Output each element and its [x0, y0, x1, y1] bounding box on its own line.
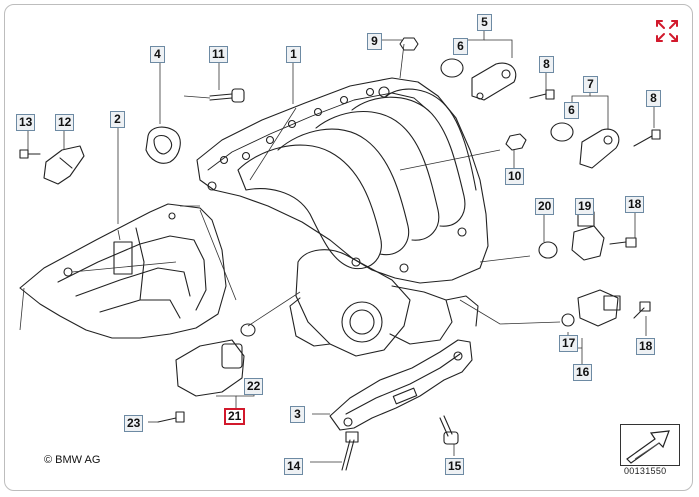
screw-13	[19, 149, 41, 159]
bolt-15	[439, 415, 459, 445]
callout-6-lower[interactable]: 6	[564, 102, 579, 119]
callout-18-upper[interactable]: 18	[625, 196, 645, 213]
callout-19[interactable]: 19	[575, 198, 595, 215]
callout-1[interactable]: 1	[286, 46, 301, 63]
o-ring-20	[538, 241, 558, 259]
expand-arrows-icon[interactable]	[654, 18, 680, 44]
idle-control-valve	[175, 323, 256, 397]
callout-20[interactable]: 20	[535, 198, 555, 215]
gasket-seal	[145, 126, 181, 164]
manifold-support-panel	[19, 203, 227, 339]
bolt-11	[209, 88, 245, 103]
sensor-16	[561, 289, 651, 327]
nut-10	[505, 133, 527, 151]
callout-12[interactable]: 12	[55, 114, 75, 131]
callout-5[interactable]: 5	[477, 14, 492, 31]
copyright-notice: © BMW AG	[44, 454, 101, 466]
mounting-bracket	[329, 339, 473, 431]
callout-8-upper[interactable]: 8	[539, 56, 554, 73]
callout-6-upper[interactable]: 6	[453, 38, 468, 55]
callout-13[interactable]: 13	[16, 114, 36, 131]
callout-22[interactable]: 22	[244, 378, 264, 395]
bushing-and-clamp-5	[440, 58, 555, 101]
callout-7[interactable]: 7	[583, 76, 598, 93]
forward-arrow-icon[interactable]	[620, 424, 680, 466]
callout-2[interactable]: 2	[110, 111, 125, 128]
document-number: 00131550	[624, 466, 667, 476]
callout-21-selected[interactable]: 21	[224, 408, 246, 425]
callout-16[interactable]: 16	[573, 364, 593, 381]
nut-9	[399, 37, 419, 51]
callout-15[interactable]: 15	[445, 458, 465, 475]
callout-14[interactable]: 14	[284, 458, 304, 475]
sensor-19	[571, 211, 637, 261]
callout-18-lower[interactable]: 18	[636, 338, 656, 355]
callout-3[interactable]: 3	[290, 406, 305, 423]
callout-9[interactable]: 9	[367, 33, 382, 50]
callout-4[interactable]: 4	[150, 46, 165, 63]
bushing-and-clamp-7	[550, 122, 661, 169]
bolt-23	[157, 411, 185, 423]
callout-23[interactable]: 23	[124, 415, 144, 432]
callout-17[interactable]: 17	[559, 335, 579, 352]
bolt-14	[341, 431, 359, 471]
callout-10[interactable]: 10	[505, 168, 525, 185]
intake-manifold	[196, 77, 489, 357]
callout-11[interactable]: 11	[209, 46, 228, 63]
diagram-frame	[4, 4, 693, 491]
callout-8-lower[interactable]: 8	[646, 90, 661, 107]
bracket-12	[43, 145, 85, 185]
